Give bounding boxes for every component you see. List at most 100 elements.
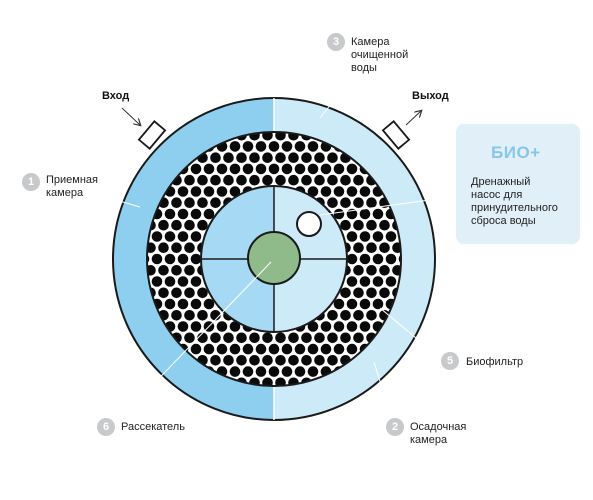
- biofilter-media-dot: [184, 332, 195, 344]
- biofilter-media-dot: [158, 242, 169, 253]
- biofilter-media-dot: [346, 276, 358, 287]
- biofilter-media-dot: [288, 355, 299, 366]
- biofilter-media-dot: [177, 186, 189, 197]
- biofilter-media-dot: [158, 287, 169, 299]
- biofilter-media-dot: [242, 343, 254, 355]
- biofilter-media-dot: [333, 343, 345, 355]
- biofilter-media-dot: [158, 265, 169, 276]
- badge-6: 6: [97, 418, 115, 436]
- biofilter-media-dot: [151, 231, 163, 242]
- biofilter-media-dot: [262, 355, 273, 366]
- biofilter-media-dot: [301, 355, 312, 366]
- biofilter-media-dot: [372, 253, 384, 265]
- drainage-pump: [296, 211, 322, 237]
- biofilter-media-dot: [281, 163, 293, 175]
- biofilter-media-dot: [379, 242, 390, 253]
- biofilter-media-dot: [346, 231, 358, 242]
- biofilter-media-dot: [372, 231, 384, 242]
- biofilter-media-dot: [177, 253, 189, 265]
- biofilter-media-dot: [346, 253, 358, 265]
- biofilter-media-dot: [340, 332, 351, 344]
- biofilter-media-dot: [385, 276, 397, 287]
- product-card: [456, 124, 580, 244]
- biofilter-media-dot: [333, 208, 345, 220]
- biofilter-media-dot: [320, 163, 332, 175]
- biofilter-media-dot: [359, 231, 371, 242]
- biofilter-media-dot: [353, 174, 364, 186]
- biofilter-media-dot: [236, 174, 247, 186]
- biofilter-media-dot: [372, 298, 384, 310]
- biofilter-media-dot: [171, 242, 182, 253]
- biofilter-media-dot: [353, 265, 364, 276]
- biofilter-media-dot: [372, 208, 384, 220]
- biofilter-media-dot: [288, 332, 299, 344]
- biofilter-media-dot: [262, 332, 273, 344]
- clean-water-chamber-label: Камера очищенной воды: [351, 36, 409, 74]
- biofilter-media-dot: [210, 355, 221, 366]
- diffuser-label: Рассекатель: [121, 421, 185, 433]
- biofilter-media-dot: [353, 310, 364, 321]
- biofilter-media-dot: [346, 321, 358, 332]
- biofilter-media-dot: [340, 197, 351, 208]
- badge-3: 3: [327, 33, 345, 51]
- biofilter-media-dot: [268, 366, 280, 377]
- biofilter-media-dot: [327, 174, 338, 186]
- biofilter-media-dot: [184, 310, 195, 321]
- biofilter-media-dot: [359, 321, 371, 332]
- biofilter-media-dot: [275, 332, 286, 344]
- biofilter-media-dot: [346, 163, 358, 175]
- biofilter-media-dot: [314, 355, 325, 366]
- biofilter-media-dot: [197, 197, 208, 208]
- biofilter-media-dot: [333, 186, 345, 197]
- biofilter-media-dot: [294, 141, 306, 152]
- biofilter-media-dot: [353, 219, 364, 231]
- biofilter-media-dot: [177, 208, 189, 220]
- biofilter-media-dot: [353, 197, 364, 208]
- biofilter-media-dot: [359, 186, 371, 197]
- biofilter-media-dot: [223, 152, 234, 163]
- biofilter-media-dot: [301, 332, 312, 344]
- badge-1: 1: [22, 173, 40, 191]
- biofilter-media-dot: [164, 208, 176, 220]
- biofilter-media-dot: [216, 186, 228, 197]
- biofilter-media-dot: [281, 366, 293, 377]
- biofilter-media-dot: [379, 287, 390, 299]
- biofilter-media-dot: [223, 332, 234, 344]
- biofilter-media-dot: [184, 219, 195, 231]
- biofilter-media-dot: [307, 366, 319, 377]
- biofilter-media-dot: [229, 186, 241, 197]
- biofilter-media-dot: [171, 219, 182, 231]
- biofilter-outer-outline: [146, 131, 402, 387]
- biofilter-media-dot: [333, 163, 345, 175]
- biofilter-media-dot: [249, 174, 260, 186]
- biofilter-media-dot: [366, 310, 377, 321]
- biofilter-media-dot: [366, 219, 377, 231]
- outlet-label: Выход: [412, 90, 449, 102]
- drainage-pump-label: Дренажный насос для принудительного сбро…: [471, 176, 558, 227]
- biofilter-media-dot: [229, 366, 241, 377]
- biofilter-media-dot: [366, 197, 377, 208]
- biofilter-media-dot: [164, 298, 176, 310]
- biofilter-media-dot: [171, 265, 182, 276]
- biofilter-media-dot: [353, 332, 364, 344]
- biofilter-media-dot: [255, 366, 267, 377]
- biofilter-media-dot: [268, 343, 280, 355]
- biofilter-media-dot: [171, 197, 182, 208]
- biofilter-media-dot: [184, 242, 195, 253]
- product-card-title: БИО+: [491, 143, 541, 162]
- biofilter-media-dot: [301, 152, 312, 163]
- biofilter-media-dot: [379, 265, 390, 276]
- biofilter-media-dot: [197, 287, 208, 299]
- biofilter-media-dot: [177, 298, 189, 310]
- biofilter-media-dot: [171, 310, 182, 321]
- biofilter-media-dot: [203, 343, 215, 355]
- biofilter-media-dot: [320, 343, 332, 355]
- biofilter-media-dot: [275, 174, 286, 186]
- inlet-pipe: [137, 120, 167, 150]
- biofilter-media-dot: [333, 321, 345, 332]
- biofilter-media-dot: [327, 197, 338, 208]
- biofilter-media-dot: [216, 343, 228, 355]
- biofilter-media-dot: [249, 152, 260, 163]
- biofilter-media-dot: [379, 219, 390, 231]
- biofilter-media-dot: [307, 321, 319, 332]
